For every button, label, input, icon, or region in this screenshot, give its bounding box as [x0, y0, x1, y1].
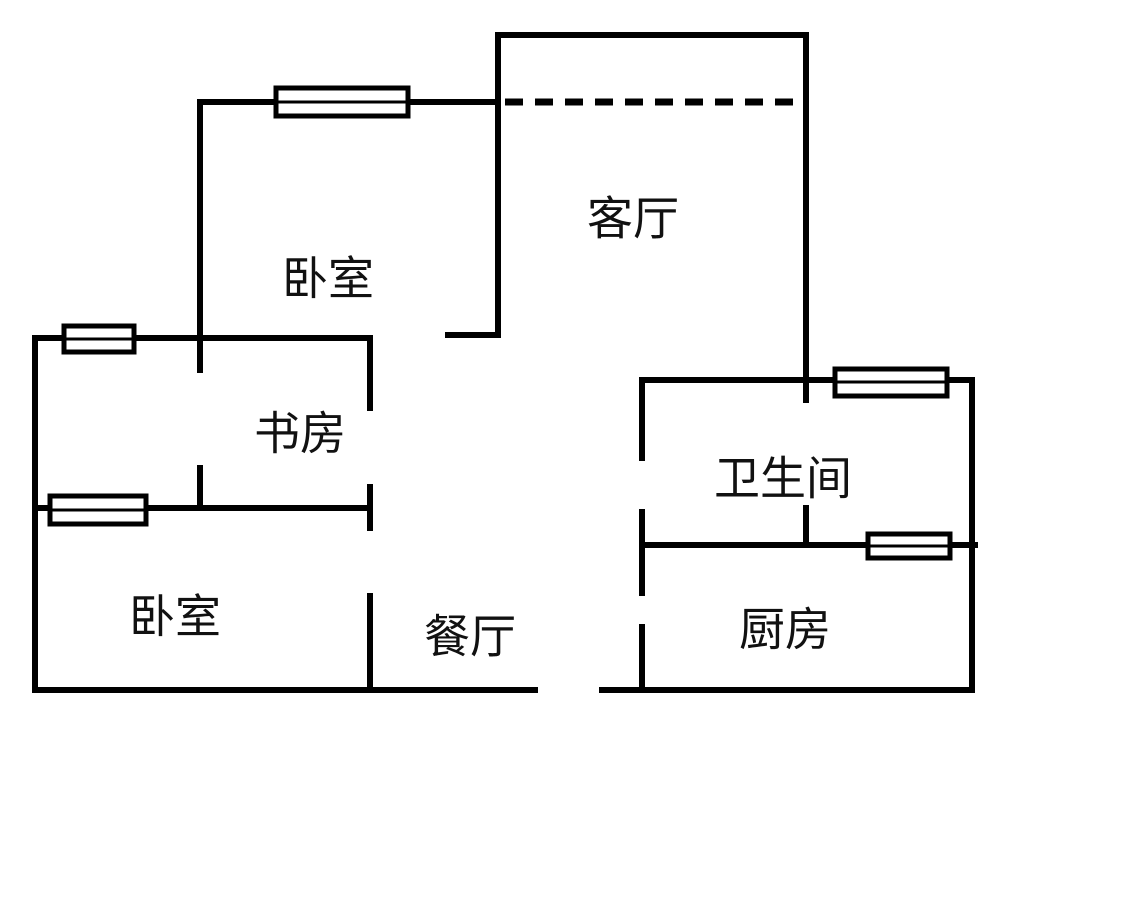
room-label-kitchen: 厨房 [739, 603, 831, 657]
room-label-living-room: 客厅 [587, 192, 679, 246]
room-label-dining-room: 餐厅 [424, 610, 516, 664]
walls [32, 32, 978, 693]
window-bathroom [832, 366, 950, 399]
room-label-study: 书房 [254, 407, 346, 461]
room-label-bedroom-lower: 卧室 [129, 590, 221, 644]
living-room-wall [495, 32, 809, 383]
window-bedroom-upper [273, 85, 411, 119]
room-label-bedroom-upper: 卧室 [282, 252, 374, 306]
room-labels: 客厅 卧室 书房 卫生间 卧室 餐厅 厨房 [129, 192, 852, 664]
window-bedroom-lower [47, 493, 149, 527]
room-label-bathroom: 卫生间 [714, 452, 852, 506]
window-study [61, 323, 137, 355]
windows [47, 85, 953, 561]
window-kitchen [865, 531, 953, 561]
